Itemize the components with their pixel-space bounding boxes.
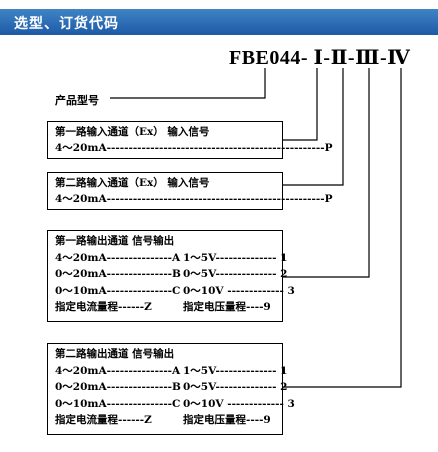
model-code: FBE044- Ⅰ-Ⅱ-Ⅲ-Ⅳ <box>229 47 411 69</box>
output-channel-2-option-a: 4～20mA---------------A <box>55 365 181 377</box>
output-channel-2-title: 第二路输出通道 信号输出 <box>55 348 175 360</box>
output-channel-2-option-3: 0～10V ------------- 3 <box>183 398 295 410</box>
input-channel-1-option: 4～20mA----------------------------------… <box>55 142 333 154</box>
output-channel-1-title: 第一路输出通道 信号输出 <box>55 235 175 247</box>
connector-box2 <box>282 68 344 186</box>
output-channel-1-option-b: 0～20mA---------------B <box>55 268 181 280</box>
product-model-label: 产品型号 <box>55 94 99 107</box>
input-channel-2-title: 第二路输入通道（Ex） 输入信号 <box>55 177 210 189</box>
output-channel-1-option-3: 0～10V ------------- 3 <box>183 285 295 297</box>
output-channel-1-option-c: 0～10mA---------------C <box>55 285 181 297</box>
output-channel-1-box <box>47 230 283 322</box>
output-channel-2-option-1: 1～5V-------------- 1 <box>183 365 288 377</box>
output-channel-2-option-9: 指定电压量程----9 <box>183 414 271 426</box>
section-header-bar: 选型、订货代码 <box>0 9 438 35</box>
input-channel-1-title: 第一路输入通道（Ex） 输入信号 <box>55 126 210 138</box>
output-channel-2-box <box>47 343 283 435</box>
output-channel-2-option-b: 0～20mA---------------B <box>55 381 181 393</box>
section-title: 选型、订货代码 <box>14 16 119 32</box>
connector-box3 <box>282 68 370 278</box>
output-channel-1-option-2: 0～5V-------------- 2 <box>183 268 288 280</box>
output-channel-1-option-a: 4～20mA---------------A <box>55 252 181 264</box>
output-channel-2-option-z: 指定电流量程------Z <box>55 414 152 426</box>
output-channel-1-option-1: 1～5V-------------- 1 <box>183 252 288 264</box>
input-channel-2-option: 4～20mA----------------------------------… <box>55 193 333 205</box>
connector-model <box>110 68 266 99</box>
input-channel-2-box <box>47 172 283 210</box>
connector-box1 <box>282 68 318 141</box>
output-channel-2-option-2: 0～5V-------------- 2 <box>183 381 288 393</box>
input-channel-1-box <box>47 121 283 159</box>
output-channel-2-option-c: 0～10mA---------------C <box>55 398 181 410</box>
output-channel-1-option-9: 指定电压量程----9 <box>183 301 271 313</box>
connector-box4 <box>282 68 402 388</box>
output-channel-1-option-z: 指定电流量程------Z <box>55 301 152 313</box>
